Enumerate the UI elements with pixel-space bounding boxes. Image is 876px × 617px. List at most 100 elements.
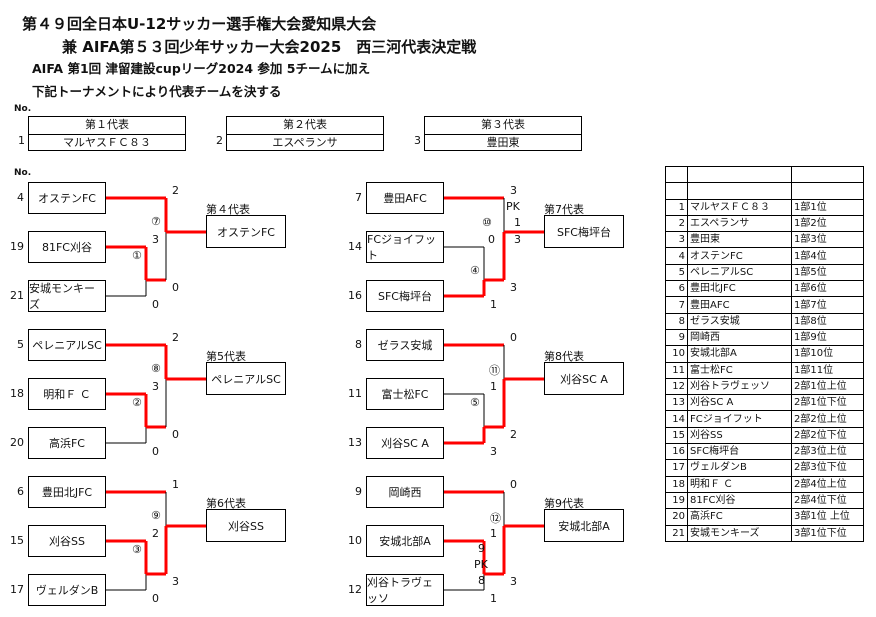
score: 1 [490, 380, 497, 393]
winner-box: ペレニアルSC [206, 362, 286, 395]
score: 3 [152, 380, 159, 393]
team-box: ゼラス安城 [366, 329, 444, 361]
rep-team: マルヤスＦＣ８３ [29, 133, 185, 151]
standing-team: エスペランサ [687, 214, 792, 233]
team-box: 安城モンキーズ [28, 280, 106, 312]
subtitle-line-3: AIFA 第1回 津留建設cupリーグ2024 参加 5チームに加え [32, 61, 371, 76]
standing-no: 13 [665, 394, 688, 412]
standing-rank: 2部4位上位 [791, 475, 864, 493]
rep-team: 豊田東 [425, 133, 581, 151]
standing-no: 7 [665, 296, 688, 314]
table-cell [665, 165, 688, 184]
score: 0 [488, 233, 495, 246]
score: 2 [172, 184, 179, 197]
team-box: ペレニアルSC [28, 329, 106, 361]
standing-team: FCジョイフット [687, 410, 792, 428]
score: 2 [510, 428, 517, 441]
team-number: 11 [348, 387, 362, 400]
no-label-2: No. [14, 168, 32, 178]
standing-team: 刈谷トラヴェッソ [687, 377, 792, 396]
team-number: 9 [355, 485, 362, 498]
standing-team: 豊田東 [687, 231, 792, 249]
score: 9 [478, 542, 485, 555]
table-row-blank [665, 182, 864, 200]
standing-no: 15 [665, 426, 688, 445]
match-number: ⑨ [151, 509, 161, 522]
team-box: オステンFC [28, 182, 106, 214]
match-number: ⑩ [482, 216, 492, 229]
standing-team: 安城北部A [687, 345, 792, 363]
score: 3 [490, 445, 497, 458]
team-number: 21 [10, 289, 24, 302]
standing-rank: 1部9位 [791, 328, 864, 347]
winner-box: オステンFC [206, 215, 286, 248]
standing-rank: 2部4位下位 [791, 491, 864, 510]
standing-no: 19 [665, 491, 688, 510]
standing-rank: 2部3位上位 [791, 443, 864, 461]
representative-label: 第４代表 [206, 203, 250, 216]
table-cell [791, 165, 864, 184]
standing-no: 1 [665, 198, 688, 216]
score: 0 [510, 478, 517, 491]
team-number: 16 [348, 289, 362, 302]
representative-label: 第7代表 [544, 203, 584, 216]
match-number: ⑤ [470, 396, 480, 409]
representative-label: 第8代表 [544, 350, 584, 363]
score: PK [506, 200, 520, 213]
standing-rank: 2部3位下位 [791, 459, 864, 477]
standing-rank: 1部11位 [791, 361, 864, 379]
standing-rank: 1部10位 [791, 345, 864, 363]
standing-no: 12 [665, 377, 688, 396]
match-number: ④ [470, 264, 480, 277]
standing-no: 10 [665, 345, 688, 363]
score: 1 [490, 298, 497, 311]
team-number: 8 [355, 338, 362, 351]
team-box: 明和Ｆ Ｃ [28, 378, 106, 410]
team-box: 刈谷SC A [366, 427, 444, 459]
rep-title: 第３代表 [481, 118, 525, 131]
score: 0 [510, 331, 517, 344]
score: 3 [514, 233, 521, 246]
rep-number: 1 [18, 134, 25, 147]
standing-no: 9 [665, 328, 688, 347]
standing-team: マルヤスＦＣ８３ [687, 198, 792, 216]
team-box: 富士松FC [366, 378, 444, 410]
score: 3 [510, 575, 517, 588]
table-cell [791, 182, 864, 200]
score: 0 [172, 281, 179, 294]
score: 1 [490, 527, 497, 540]
standing-no: 18 [665, 475, 688, 493]
standing-rank: 3部1位下位 [791, 524, 864, 542]
standing-no: 4 [665, 247, 688, 265]
standing-no: 20 [665, 508, 688, 526]
standing-rank: 3部1位 上位 [791, 508, 864, 526]
no-label: No. [14, 104, 32, 114]
representative-box: 第１代表マルヤスＦＣ８３ [28, 116, 186, 151]
team-box: FCジョイフット [366, 231, 444, 263]
representative-label: 第6代表 [206, 497, 246, 510]
team-number: 13 [348, 436, 362, 449]
standing-no: 21 [665, 524, 688, 542]
standing-rank: 1部3位 [791, 231, 864, 249]
standing-team: 豊田AFC [687, 296, 792, 314]
standing-team: 高浜FC [687, 508, 792, 526]
winner-box: 刈谷SC A [544, 362, 624, 395]
winner-box: 刈谷SS [206, 509, 286, 542]
table-cell [687, 165, 792, 184]
team-box: 豊田AFC [366, 182, 444, 214]
team-box: 高浜FC [28, 427, 106, 459]
